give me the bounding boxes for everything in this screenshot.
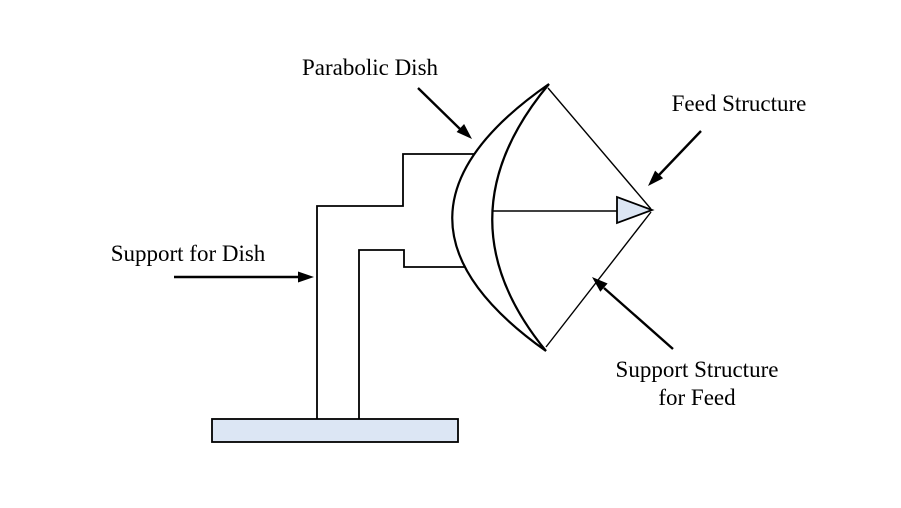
feed-support-line-bottom (545, 211, 652, 348)
arrowhead-icon (592, 277, 608, 292)
parabolic-dish-arrow (417, 87, 472, 139)
label-support-structure-for-feed: Support Structure for Feed (597, 356, 797, 412)
parabolic-dish-shape (451, 83, 550, 352)
label-support-for-dish: Support for Dish (110, 241, 266, 266)
label-support-structure-line2: for Feed (658, 385, 736, 411)
feed-support-line-top (547, 87, 652, 210)
feed-structure-shape (616, 195, 655, 225)
arrowhead-icon (456, 124, 472, 139)
feed-structure-arrow (648, 130, 702, 186)
arrowhead-icon (298, 271, 314, 283)
dish-support-upper-arm (316, 153, 482, 419)
support-structure-for-feed-arrow (592, 277, 674, 350)
arrowhead-icon (648, 170, 664, 186)
label-parabolic-dish: Parabolic Dish (301, 55, 439, 80)
base-plate (211, 418, 459, 443)
label-feed-structure: Feed Structure (671, 91, 807, 116)
support-for-dish-arrow (174, 271, 314, 283)
label-support-structure-line1: Support Structure (615, 357, 779, 382)
dish-support-lower-arm (358, 249, 472, 419)
